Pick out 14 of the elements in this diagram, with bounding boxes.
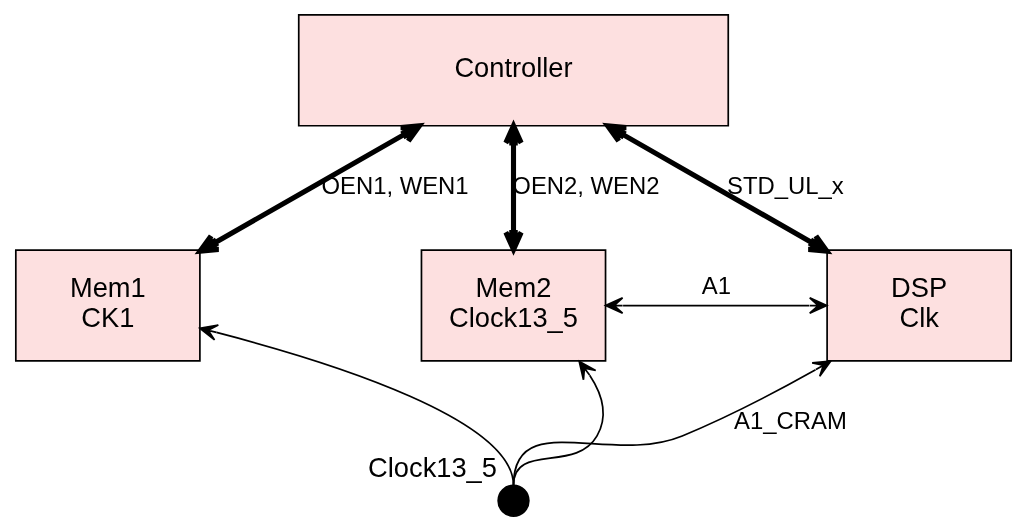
arrow	[512, 360, 604, 487]
node-box: Mem2 Clock13_5	[420, 249, 607, 362]
arrow	[512, 360, 832, 487]
edge-label: STD_UL_x	[727, 172, 844, 200]
node-circle	[497, 484, 530, 517]
edge-label: A1	[701, 271, 731, 299]
arrow	[197, 123, 422, 254]
arrow	[605, 123, 830, 254]
edge-label: A1_CRAM	[734, 407, 847, 435]
node-box: Mem1 CK1	[14, 249, 201, 362]
node-label: Clock13_5	[368, 451, 497, 483]
node-box: DSP Clk	[826, 249, 1013, 362]
node-box: Controller	[297, 14, 730, 127]
arrow	[604, 297, 828, 315]
